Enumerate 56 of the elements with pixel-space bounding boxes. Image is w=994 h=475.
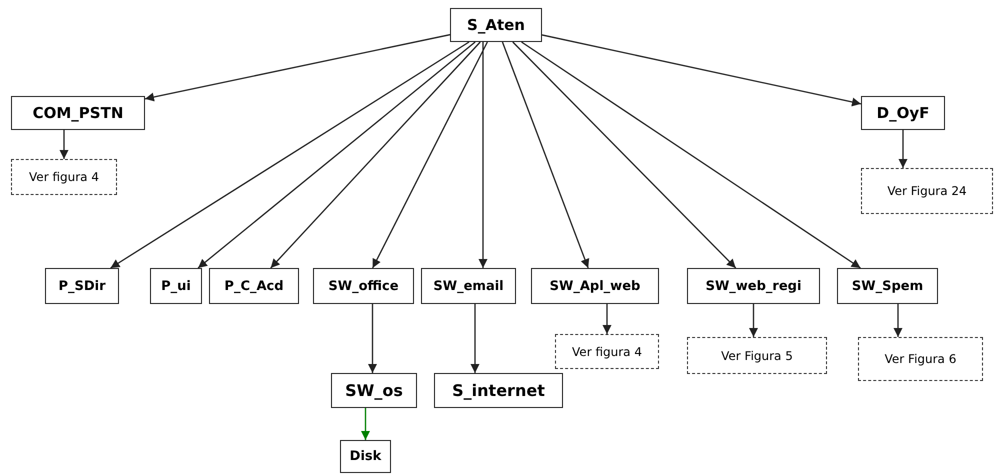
node-label: SW_os bbox=[345, 381, 403, 400]
node-label: SW_email bbox=[433, 278, 504, 294]
process-box bbox=[434, 373, 563, 408]
arrow bbox=[478, 42, 488, 268]
node-label: Disk bbox=[350, 449, 382, 464]
arrow bbox=[372, 42, 488, 268]
process-box bbox=[421, 268, 516, 304]
reference-box bbox=[861, 168, 993, 214]
reference-box bbox=[11, 159, 117, 195]
node-label: S_internet bbox=[452, 381, 545, 400]
node-label: SW_web_regi bbox=[706, 278, 802, 294]
arrow bbox=[368, 304, 377, 373]
process-box bbox=[331, 373, 417, 408]
process-box bbox=[150, 268, 202, 304]
arrow bbox=[144, 34, 450, 102]
process-box bbox=[313, 268, 414, 304]
arrow bbox=[542, 34, 862, 106]
node-label: Ver Figura 5 bbox=[721, 348, 793, 362]
process-box bbox=[11, 96, 145, 130]
node-label: Ver figura 4 bbox=[29, 170, 99, 184]
node-label: P_SDir bbox=[58, 278, 106, 294]
reference-box bbox=[858, 337, 983, 381]
arrow bbox=[361, 408, 370, 440]
process-box bbox=[531, 268, 659, 304]
arrow bbox=[198, 42, 476, 268]
process-box bbox=[861, 96, 945, 130]
arrow bbox=[749, 304, 758, 337]
arrow bbox=[110, 41, 470, 269]
reference-box bbox=[555, 334, 659, 369]
arrow bbox=[60, 130, 68, 159]
node-label: D_OyF bbox=[876, 104, 930, 122]
node-label: Ver figura 4 bbox=[572, 344, 642, 358]
node-label: SW_office bbox=[328, 278, 399, 294]
arrow bbox=[470, 304, 480, 373]
process-box bbox=[45, 268, 119, 304]
arrow bbox=[270, 42, 481, 268]
arrow bbox=[602, 304, 612, 334]
node-label: SW_Apl_web bbox=[550, 278, 640, 294]
node-label: P_ui bbox=[161, 278, 191, 294]
arrow bbox=[502, 42, 590, 268]
arrow bbox=[521, 41, 861, 269]
process-box bbox=[837, 268, 938, 304]
node-label: P_C_Acd bbox=[224, 278, 284, 294]
node-label: COM_PSTN bbox=[32, 104, 124, 122]
node-label: SW_Spem bbox=[852, 278, 924, 294]
arrow bbox=[894, 304, 902, 337]
node-label: Ver Figura 24 bbox=[887, 184, 967, 198]
node-label: S_Aten bbox=[467, 16, 525, 34]
reference-box bbox=[687, 337, 827, 374]
arrow bbox=[898, 130, 908, 168]
process-box bbox=[687, 268, 820, 304]
node-label: Ver Figura 6 bbox=[884, 352, 956, 366]
process-box bbox=[209, 268, 299, 304]
process-box bbox=[450, 8, 542, 42]
process-box bbox=[340, 440, 391, 473]
arrow bbox=[512, 42, 736, 268]
